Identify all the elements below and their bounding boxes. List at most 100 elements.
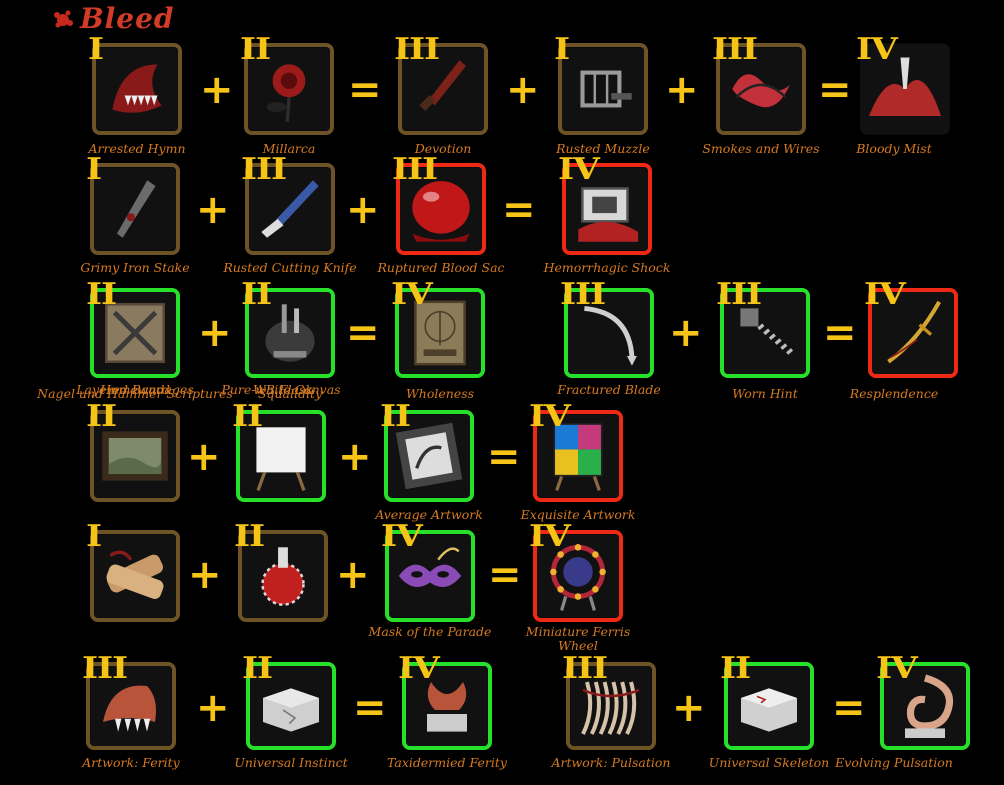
equals-sign: =	[353, 685, 387, 731]
item-slot[interactable]	[724, 662, 814, 750]
tier-label: I	[86, 152, 102, 187]
horned-trophy-icon	[407, 666, 487, 746]
cutting-knife-icon	[249, 168, 331, 250]
white-canvas-icon	[240, 415, 322, 497]
item-slot[interactable]	[384, 410, 474, 502]
item-slot[interactable]	[90, 410, 180, 502]
plus-sign: +	[336, 552, 370, 598]
shock-machine-icon	[566, 168, 648, 250]
tier-label: II	[232, 399, 263, 434]
landscape-painting-icon	[94, 415, 176, 497]
item-name: Layered Bandages	[76, 382, 194, 397]
item-slot[interactable]	[90, 530, 180, 622]
plus-sign: +	[506, 67, 540, 113]
bandage-icon	[94, 535, 176, 617]
item-slot[interactable]	[398, 43, 488, 135]
plus-sign: +	[672, 685, 706, 731]
plus-sign: +	[200, 67, 234, 113]
item-name: Pure-white Canvas	[221, 382, 341, 397]
blood-flask-icon	[242, 535, 324, 617]
tier-label: IV	[529, 519, 571, 554]
item-slot[interactable]	[716, 43, 806, 135]
plus-sign: +	[338, 434, 372, 480]
tier-label: III	[394, 32, 440, 67]
tier-label: II	[380, 399, 411, 434]
page-title: Bleed	[80, 2, 175, 35]
tier-label: IV	[381, 519, 423, 554]
item-name: Artwork: Pulsation	[551, 755, 671, 770]
item-name: Universal Skeleton	[708, 755, 830, 770]
tier-label: IV	[864, 277, 906, 312]
item-slot[interactable]	[244, 43, 334, 135]
item-name: Smokes and Wires	[702, 141, 820, 156]
item-slot[interactable]	[92, 43, 182, 135]
tier-label: I	[554, 32, 570, 67]
item-slot[interactable]	[396, 163, 486, 255]
item-slot[interactable]	[238, 530, 328, 622]
item-slot[interactable]	[395, 288, 485, 378]
equals-sign: =	[818, 67, 852, 113]
item-slot[interactable]	[860, 43, 950, 135]
serrated-hilt-icon	[724, 292, 806, 374]
tier-label: II	[720, 651, 751, 686]
item-name: Millarca	[262, 141, 316, 156]
iron-stake-icon	[94, 168, 176, 250]
item-slot[interactable]	[236, 410, 326, 502]
plus-sign: +	[665, 67, 699, 113]
item-name: Average Artwork	[375, 507, 483, 522]
item-slot[interactable]	[868, 288, 958, 378]
item-slot[interactable]	[86, 662, 176, 750]
item-name: Artwork: Ferity	[82, 755, 180, 770]
item-name: Rusted Cutting Knife	[223, 260, 357, 275]
item-slot[interactable]	[880, 662, 970, 750]
item-name: Evolving Pulsation	[835, 755, 953, 770]
equals-sign: =	[832, 685, 866, 731]
tier-label: IV	[876, 651, 918, 686]
ferris-wheel-icon	[537, 535, 619, 617]
tier-label: IV	[529, 399, 571, 434]
dark-rose-icon	[248, 48, 330, 130]
item-slot[interactable]	[90, 288, 180, 378]
tier-label: III	[716, 277, 762, 312]
sketch-frame-icon	[388, 415, 470, 497]
item-slot[interactable]	[402, 662, 492, 750]
item-name: Worn Hint	[732, 386, 798, 401]
item-slot[interactable]	[720, 288, 810, 378]
plus-sign: +	[188, 552, 222, 598]
stained-glass-easel-icon	[537, 415, 619, 497]
plus-sign: +	[196, 187, 230, 233]
cracked-block-icon	[729, 666, 809, 746]
plus-sign: +	[196, 685, 230, 731]
item-slot[interactable]	[558, 43, 648, 135]
item-name: Universal Instinct	[234, 755, 348, 770]
item-slot[interactable]	[246, 662, 336, 750]
blood-mist-icon	[860, 44, 950, 134]
item-slot[interactable]	[564, 288, 654, 378]
item-name: Homeward	[100, 382, 170, 397]
nail-hammer-book-icon	[94, 292, 176, 374]
tier-label: IV	[398, 651, 440, 686]
item-slot[interactable]	[566, 662, 656, 750]
tier-label: IV	[391, 277, 433, 312]
equals-sign: =	[487, 434, 521, 480]
item-slot[interactable]	[90, 163, 180, 255]
item-slot[interactable]	[385, 530, 475, 622]
item-name: Grimy Iron Stake	[80, 260, 190, 275]
item-slot[interactable]	[245, 163, 335, 255]
item-name: Rusted Muzzle	[556, 141, 650, 156]
blood-sac-icon	[400, 168, 482, 250]
item-name: Nagel und Hammer Scriptures	[37, 386, 233, 401]
item-slot[interactable]	[245, 288, 335, 378]
rib-spine-icon	[571, 666, 651, 746]
item-slot[interactable]	[533, 530, 623, 622]
tier-label: II	[242, 651, 273, 686]
equals-sign: =	[346, 310, 380, 356]
item-slot[interactable]	[533, 410, 623, 502]
item-slot[interactable]	[562, 163, 652, 255]
tier-label: II	[86, 277, 117, 312]
tool-pouch-icon	[249, 292, 331, 374]
item-name: Fractured Blade	[557, 382, 661, 397]
fanged-maw-icon	[96, 48, 178, 130]
item-name: Hemorrhagic Shock	[543, 260, 671, 275]
item-name: Ruptured Blood Sac	[377, 260, 505, 275]
